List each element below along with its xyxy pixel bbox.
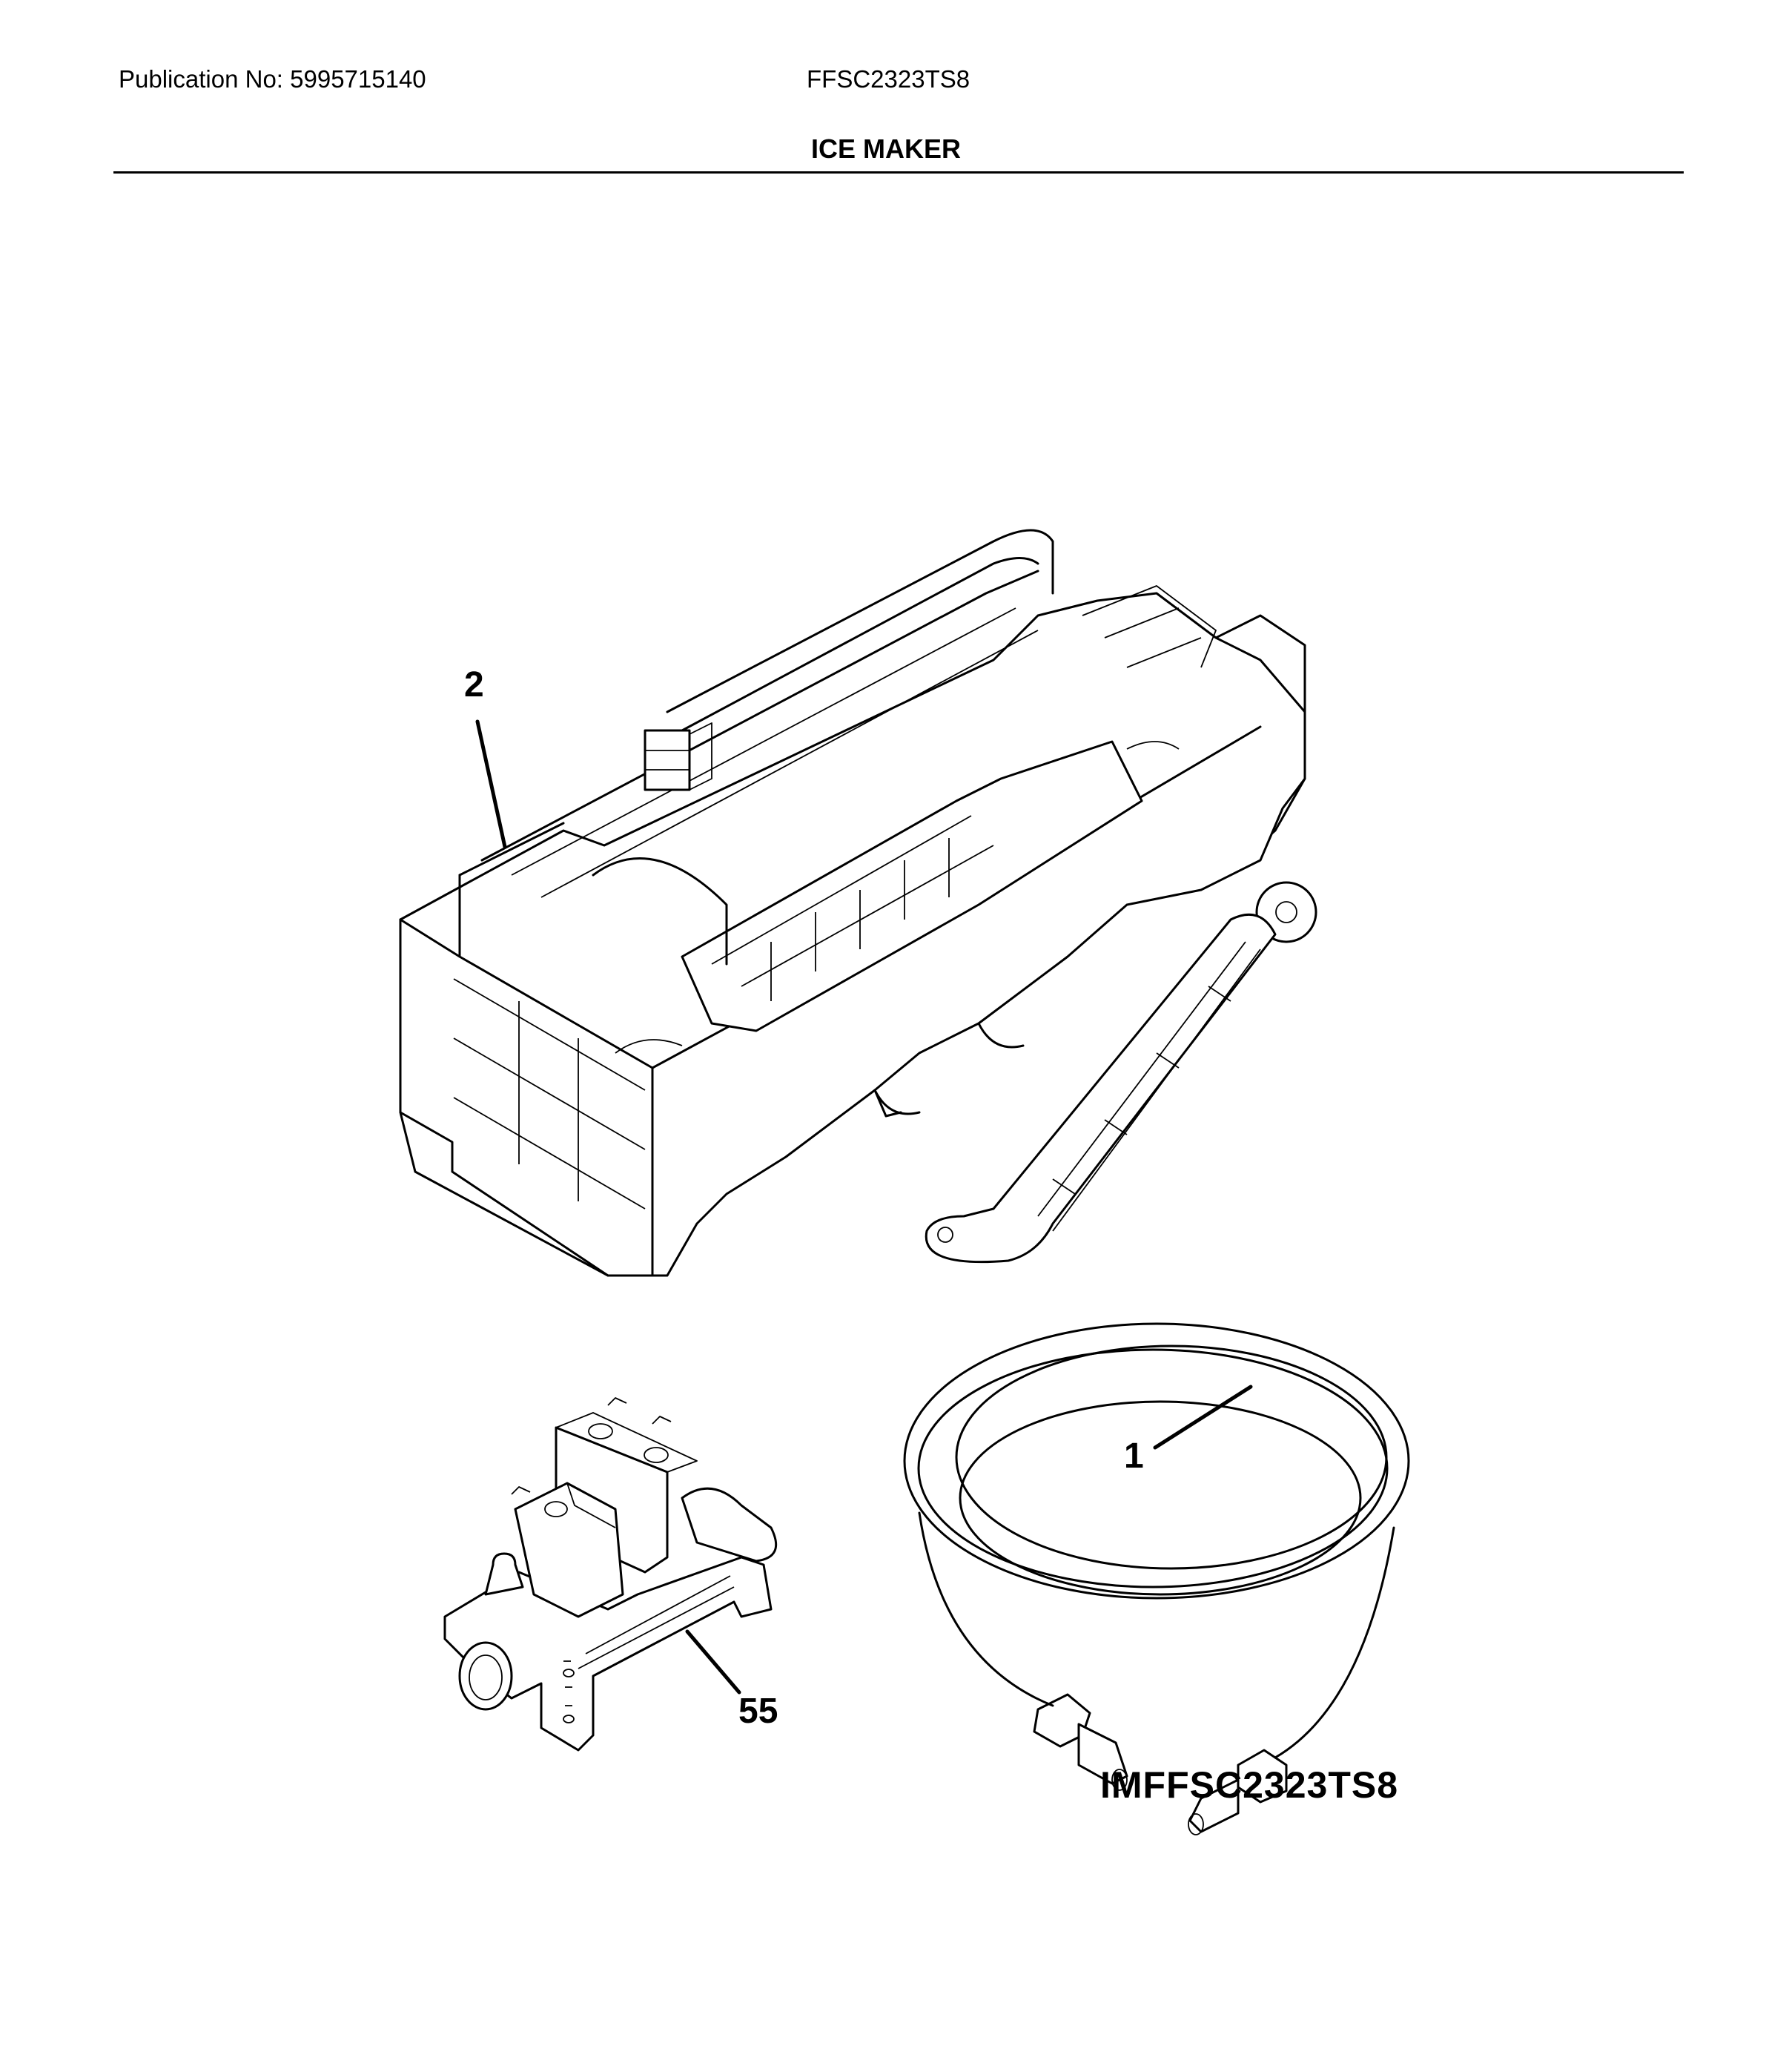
leader-line-1 [1153,1385,1253,1450]
publication-number: Publication No: 5995715140 [119,65,426,93]
ice-maker-drawing[interactable] [399,529,1317,1277]
leader-line-55 [685,1629,741,1695]
model-number: FFSC2323TS8 [807,65,970,93]
leader-line-2 [475,719,507,849]
water-tube-drawing[interactable] [903,1322,1410,1835]
callout-1[interactable]: 1 [1124,1436,1144,1476]
header-rule [113,171,1684,174]
callout-55[interactable]: 55 [738,1692,778,1731]
diagram-id: IMFFSC2323TS8 [1100,1764,1399,1806]
water-valve-drawing[interactable] [443,1397,778,1752]
section-title: ICE MAKER [811,133,962,164]
callout-2[interactable]: 2 [464,665,484,705]
